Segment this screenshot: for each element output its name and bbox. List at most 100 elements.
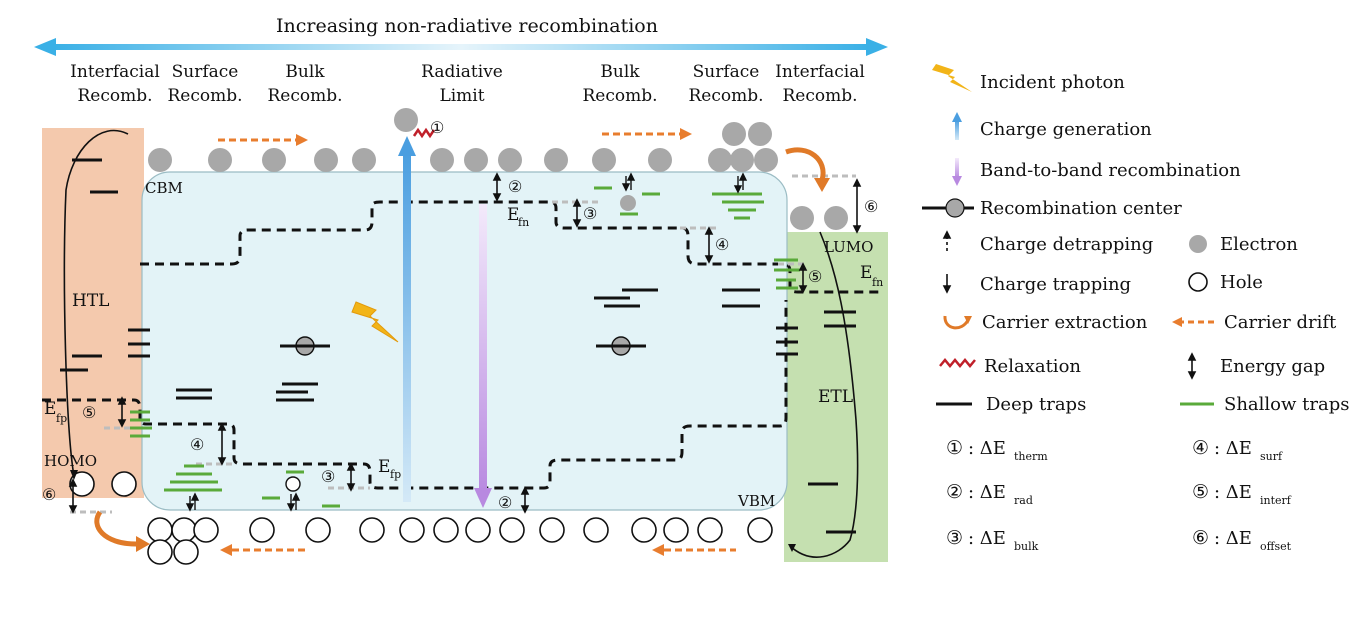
marker-4-bottom: ④ — [190, 435, 204, 454]
svg-text:interf: interf — [1260, 494, 1292, 507]
legend: Incident photon Charge generation Band-t… — [922, 64, 1349, 553]
diagram-markers: ① ② ③ ④ ⑤ ⑥ ⑤ ④ ③ ② ⑥ — [42, 118, 878, 512]
trapping-arrows — [185, 172, 748, 512]
svg-text:④: ④ — [1192, 437, 1209, 459]
carrier-drift-arrows — [218, 132, 736, 552]
electron — [730, 148, 754, 172]
legend-delta-1: ① : ΔE therm — [946, 437, 1048, 463]
absorber-layer — [141, 171, 788, 511]
htl-label: HTL — [72, 291, 109, 311]
etl-label: ETL — [818, 387, 853, 407]
efp-label-htl: E fp — [44, 399, 67, 425]
legend-incident-photon: Incident photon — [980, 72, 1125, 93]
marker-2-bottom: ② — [498, 493, 512, 512]
relaxation-wave — [412, 127, 436, 139]
svg-text:offset: offset — [1260, 540, 1292, 553]
col-surface-right-2: Recomb. — [688, 86, 763, 106]
hole — [359, 517, 385, 543]
svg-text:bulk: bulk — [1014, 540, 1039, 553]
legend-electron: Electron — [1220, 234, 1298, 255]
col-interfacial-right-1: Interfacial — [775, 62, 865, 82]
hole — [173, 539, 199, 565]
legend-delta-3: ③ : ΔE bulk — [946, 527, 1039, 553]
legend-detrapping-icon — [942, 230, 952, 252]
hole — [399, 517, 425, 543]
electron — [464, 148, 488, 172]
marker-5-bottom: ⑤ — [82, 403, 96, 422]
legend-extraction-icon — [943, 315, 970, 330]
legend-detrapping: Charge detrapping — [980, 234, 1153, 255]
col-bulk-right-1: Bulk — [600, 62, 640, 82]
legend-electron-icon — [1189, 235, 1207, 253]
hole — [747, 517, 773, 543]
legend-relaxation-icon — [939, 358, 976, 368]
legend-photon-icon — [932, 64, 972, 92]
legend-charge-generation: Charge generation — [980, 119, 1152, 140]
extraction-paths — [63, 129, 859, 558]
efn-label: E fn — [507, 205, 529, 229]
svg-text:E: E — [507, 205, 519, 225]
col-interfacial-left-2: Recomb. — [77, 86, 152, 106]
svg-text:: ΔE: : ΔE — [968, 482, 1006, 503]
drift-head-1 — [296, 134, 308, 146]
marker-6-bottom: ⑥ — [42, 485, 56, 504]
svg-text:②: ② — [946, 481, 963, 503]
hole — [111, 471, 137, 497]
col-radiative-1: Radiative — [421, 62, 503, 82]
electron — [498, 148, 522, 172]
electron — [148, 148, 172, 172]
electron — [648, 148, 672, 172]
htl-layer — [42, 128, 144, 498]
col-interfacial-left-1: Interfacial — [70, 62, 160, 82]
legend-relaxation: Relaxation — [984, 356, 1081, 377]
homo-label: HOMO — [44, 452, 97, 470]
col-bulk-right-2: Recomb. — [582, 86, 657, 106]
svg-text:⑤: ⑤ — [1192, 481, 1209, 503]
electron — [748, 122, 772, 146]
nonradiative-trend-arrow — [34, 38, 888, 56]
svg-text:fp: fp — [390, 468, 401, 481]
svg-text:: ΔE: : ΔE — [968, 528, 1006, 549]
marker-6-top: ⑥ — [864, 197, 878, 216]
hole — [147, 517, 173, 543]
hole — [171, 517, 197, 543]
svg-text:: ΔE: : ΔE — [1214, 438, 1252, 459]
marker-3-top: ③ — [583, 204, 597, 223]
col-interfacial-right-2: Recomb. — [782, 86, 857, 106]
marker-4-top: ④ — [715, 235, 729, 254]
carrier-extraction-arrows — [94, 147, 826, 547]
hole — [583, 517, 609, 543]
legend-generation-icon — [955, 120, 959, 140]
drift-head-3 — [220, 544, 232, 556]
hole — [305, 517, 331, 543]
electron — [722, 122, 746, 146]
electrons-top — [148, 108, 848, 230]
drift-head-4 — [652, 544, 664, 556]
legend-delta-2: ② : ΔE rad — [946, 481, 1033, 507]
electron — [314, 148, 338, 172]
recombination-centers — [280, 336, 646, 356]
efp-label: E fp — [378, 457, 401, 481]
electron — [352, 148, 376, 172]
electron — [262, 148, 286, 172]
col-surface-left-1: Surface — [172, 62, 239, 82]
legend-drift: Carrier drift — [1224, 312, 1337, 333]
svg-text:fp: fp — [56, 412, 67, 425]
svg-text:: ΔE: : ΔE — [1214, 482, 1252, 503]
legend-hole-icon — [1188, 272, 1208, 292]
orange-arrowhead-bottom — [136, 536, 150, 552]
hole — [249, 517, 275, 543]
lumo-label: LUMO — [824, 238, 873, 256]
electron — [430, 148, 454, 172]
col-radiative-2: Limit — [439, 86, 484, 106]
charge-generation-arrow — [398, 136, 416, 502]
energy-gap-arrows — [68, 172, 862, 514]
legend-recombination-icon — [955, 158, 959, 178]
svg-text:E: E — [44, 399, 56, 419]
electron — [592, 148, 616, 172]
electron — [790, 206, 814, 230]
svg-text:⑥: ⑥ — [1192, 527, 1209, 549]
svg-text:surf: surf — [1260, 450, 1283, 463]
